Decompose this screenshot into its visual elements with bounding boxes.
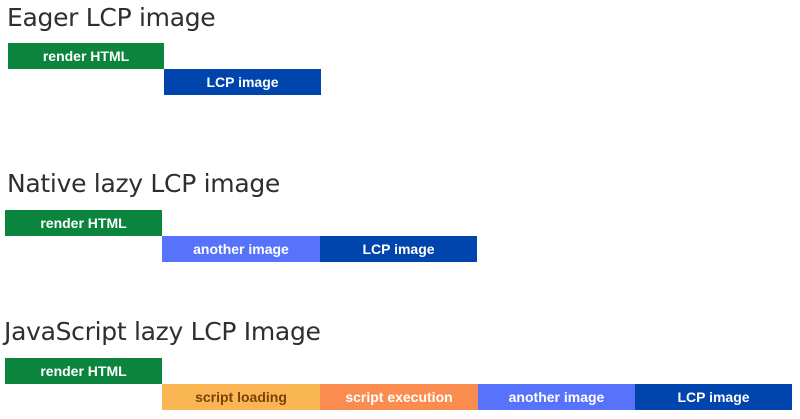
bar-lcp-image: LCP image (320, 236, 477, 262)
bar-render-html: render HTML (5, 358, 162, 384)
bar-another-image: another image (478, 384, 635, 410)
bar-another-image: another image (162, 236, 320, 262)
bar-render-html: render HTML (5, 210, 162, 236)
bar-lcp-image: LCP image (635, 384, 792, 410)
section-title-native-lazy: Native lazy LCP image (7, 169, 280, 198)
bar-render-html: render HTML (8, 43, 164, 69)
bar-lcp-image: LCP image (164, 69, 321, 95)
section-title-javascript-lazy: JavaScript lazy LCP Image (4, 317, 321, 346)
section-title-eager: Eager LCP image (7, 3, 216, 32)
bar-script-loading: script loading (162, 384, 320, 410)
bar-script-execution: script execution (320, 384, 478, 410)
